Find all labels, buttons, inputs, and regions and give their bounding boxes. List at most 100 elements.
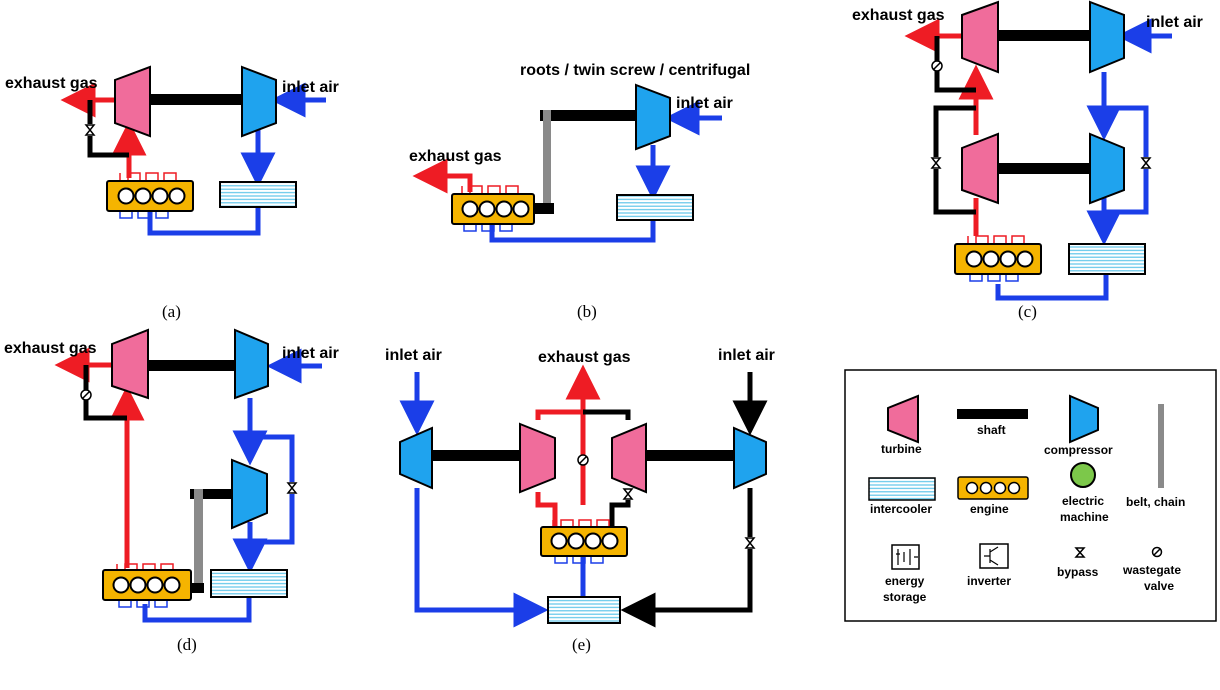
caption-b: (b) (577, 302, 597, 321)
belt-icon (1158, 404, 1164, 488)
exhaust-gas-label: exhaust gas (4, 340, 97, 357)
panel-c: exhaust gas inlet air (c) (852, 0, 1203, 321)
wastegate-bypass-upper (934, 36, 976, 93)
intake-pipe (147, 207, 261, 236)
legend-item-engine: engine (957, 476, 1029, 516)
bypass-valve-icon (744, 537, 756, 549)
panel-a: exhaust gas inlet air (a) (5, 65, 339, 321)
shaft-icon (957, 409, 1028, 419)
intercooler (210, 569, 288, 598)
legend-label-turbine: turbine (881, 442, 922, 456)
compressor-left (399, 426, 433, 490)
turbine (111, 328, 149, 400)
turbine (114, 65, 151, 138)
turbine-upper (961, 0, 999, 74)
intake-pipe (995, 274, 1109, 301)
turbine-icon (887, 394, 919, 444)
compressor (635, 83, 671, 151)
shaft (150, 94, 242, 105)
intercooler (1068, 243, 1146, 275)
bypass-valve-icon (1140, 157, 1152, 169)
bypass-valve-icon (622, 488, 634, 500)
shaft-lower (998, 163, 1090, 174)
caption-c: (c) (1018, 302, 1037, 321)
legend-item-bypass: bypass (1057, 547, 1099, 579)
air-pipe-right (620, 488, 753, 628)
electric-machine-icon (1070, 462, 1096, 488)
wastegate-bypass (87, 100, 129, 158)
legend: turbine shaft compressor belt, chain int… (844, 369, 1217, 622)
legend-item-compressor: compressor (1044, 394, 1113, 457)
exhaust-gas-label: exhaust gas (538, 349, 631, 366)
compressor (234, 328, 269, 400)
exhaust-pipe-right (583, 409, 631, 420)
shaft-left (432, 450, 520, 461)
bypass-icon (1074, 547, 1086, 558)
wastegate-bypass (83, 365, 127, 421)
caption-d: (d) (177, 635, 197, 654)
inlet-air-label-left: inlet air (385, 347, 442, 364)
engine (102, 563, 192, 608)
caption-a: (a) (162, 302, 181, 321)
legend-item-belt: belt, chain (1126, 404, 1185, 509)
crank-pulley (190, 583, 204, 593)
shaft-upper (998, 30, 1090, 41)
intercooler-icon (868, 477, 936, 501)
compressor (241, 65, 277, 138)
legend-label-belt: belt, chain (1126, 495, 1185, 509)
supercharger-types-label: roots / twin screw / centrifugal (520, 62, 750, 79)
intercooler (547, 596, 621, 624)
engine (540, 519, 628, 564)
panel-e: inlet air exhaust gas inlet air (e) (385, 347, 775, 654)
legend-item-wastegate: wastegate valve (1122, 546, 1181, 593)
inlet-air-label: inlet air (282, 79, 339, 96)
engine-icon (957, 476, 1029, 500)
legend-label-wastegate-2: valve (1144, 579, 1174, 593)
belt-drive (194, 489, 203, 593)
inlet-air-label: inlet air (676, 95, 733, 112)
belt-drive (543, 110, 551, 214)
exhaust-gas-label: exhaust gas (409, 148, 502, 165)
inlet-air-label: inlet air (1146, 14, 1203, 31)
compressor-upper (1089, 0, 1125, 74)
battery-icon (891, 544, 920, 570)
legend-label-compressor: compressor (1044, 443, 1113, 457)
inlet-air-label: inlet air (282, 345, 339, 362)
wastegate-valve-icon (931, 60, 943, 72)
shaft (540, 110, 636, 121)
panel-d: exhaust gas inlet air (d) (4, 328, 339, 654)
crank-pulley (534, 203, 554, 214)
legend-item-inverter: inverter (967, 543, 1011, 588)
legend-label-engine: engine (970, 502, 1009, 516)
bypass-valve-icon (930, 157, 942, 169)
intercooler (616, 194, 694, 221)
intake-pipe (489, 220, 656, 243)
compressor-right (733, 426, 767, 490)
panel-b: exhaust gas inlet air roots / twin screw… (409, 62, 750, 321)
legend-item-turbine: turbine (881, 394, 922, 456)
legend-item-electric-machine: electric machine (1060, 462, 1109, 524)
legend-label-electric-1: electric (1062, 494, 1104, 508)
shaft-right (646, 450, 734, 461)
wastegate-icon (1151, 546, 1163, 558)
legend-item-intercooler: intercooler (868, 477, 936, 516)
compressor-icon (1069, 394, 1099, 444)
engine (451, 185, 535, 232)
exhaust-pipe-left-up (535, 409, 583, 420)
turbine-lower (961, 132, 999, 205)
exhaust-gas-label: exhaust gas (5, 75, 98, 92)
legend-label-bypass: bypass (1057, 565, 1099, 579)
legend-label-intercooler: intercooler (870, 502, 932, 516)
caption-e: (e) (572, 635, 591, 654)
compressor-supercharger (231, 458, 268, 530)
legend-label-energy-1: energy (885, 574, 925, 588)
inverter-icon (979, 543, 1009, 569)
wastegate-valve-icon (577, 454, 589, 466)
exhaust-pipe-left (535, 492, 558, 527)
intercooler (219, 181, 297, 208)
bypass-valve-icon (286, 482, 298, 494)
legend-label-energy-2: storage (883, 590, 927, 604)
legend-item-shaft: shaft (957, 409, 1028, 437)
turbine-right (611, 422, 647, 494)
